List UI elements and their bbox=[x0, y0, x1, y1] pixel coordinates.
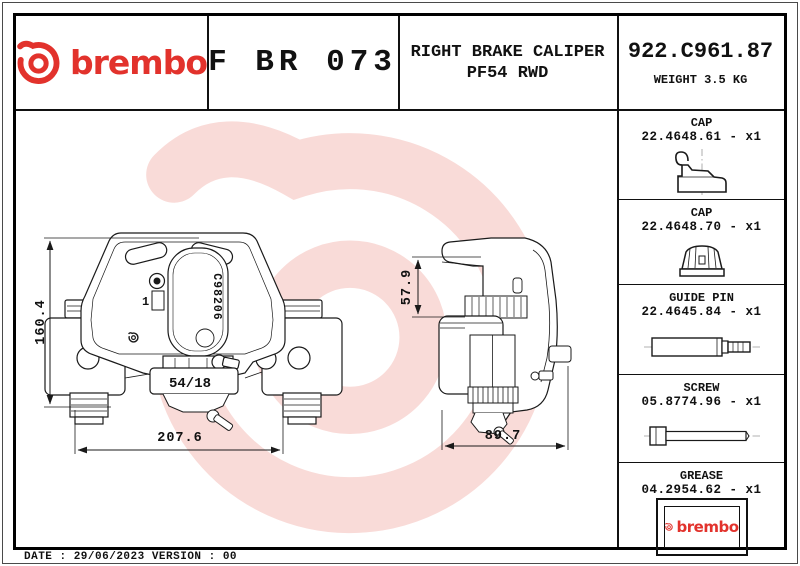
part-number-label: 22.4645.84 - x1 bbox=[641, 305, 762, 319]
header-divider bbox=[398, 16, 400, 110]
header-divider bbox=[207, 16, 209, 110]
part-row-cap-2: CAP 22.4648.70 - x1 bbox=[619, 200, 784, 285]
grease-brembo-logo-icon bbox=[665, 518, 673, 536]
brembo-logo-icon bbox=[16, 40, 61, 86]
header-logo-cell: brembo bbox=[16, 16, 208, 109]
grease-brand-wordmark: brembo bbox=[676, 518, 739, 536]
cap-profile-icon bbox=[674, 149, 727, 195]
front-casting-code: C98206 bbox=[210, 273, 223, 320]
part-name-label: GUIDE PIN bbox=[669, 291, 734, 305]
front-dimensions bbox=[44, 237, 284, 454]
guide-pin-icon bbox=[643, 337, 760, 357]
part-number-label: 04.2954.62 - x1 bbox=[641, 483, 762, 497]
product-title-line1: RIGHT BRAKE CALIPER bbox=[410, 42, 605, 62]
side-dimensions bbox=[412, 256, 569, 450]
part-name-label: GREASE bbox=[679, 469, 724, 483]
part-name-label: CAP bbox=[690, 206, 713, 220]
part-number-label: 22.4648.70 - x1 bbox=[641, 220, 762, 234]
front-height-dimension: 160.4 bbox=[34, 299, 49, 345]
front-width-dimension: 207.6 bbox=[157, 431, 203, 446]
brand-wordmark: brembo bbox=[70, 43, 208, 82]
side-view bbox=[438, 237, 572, 445]
grease-pack-icon: brembo bbox=[655, 498, 748, 556]
model-code: F BR 073 bbox=[208, 45, 397, 80]
part-row-guide-pin: GUIDE PIN 22.4645.84 - x1 bbox=[619, 285, 784, 375]
technical-drawing: C98206 1 54/18 160.4 207.6 bbox=[34, 110, 572, 547]
part-number: 922.C961.87 bbox=[627, 38, 774, 64]
part-number-label: 22.4648.61 - x1 bbox=[641, 130, 762, 144]
header-divider bbox=[617, 16, 619, 110]
weight-label: WEIGHT 3.5 KG bbox=[653, 72, 748, 87]
product-title-line2: PF54 RWD bbox=[466, 63, 549, 83]
part-row-grease: GREASE 04.2954.62 - x1 brembo bbox=[619, 463, 784, 556]
sheet-frame bbox=[13, 13, 787, 550]
part-name-label: CAP bbox=[690, 116, 713, 130]
date-version-text: DATE : 29/06/2023 VERSION : 00 bbox=[24, 551, 238, 563]
side-depth-dimension: 89.7 bbox=[485, 429, 521, 444]
header-title-cell: RIGHT BRAKE CALIPER PF54 RWD bbox=[398, 16, 617, 109]
part-number-label: 05.8774.96 - x1 bbox=[641, 395, 762, 409]
parts-list: CAP 22.4648.61 - x1 CAP 22.4648.70 - x1 bbox=[617, 110, 784, 556]
side-mount-depth-dimension: 57.9 bbox=[400, 269, 415, 305]
header-model-code-cell: F BR 073 bbox=[207, 16, 398, 109]
front-piston-spec: 54/18 bbox=[169, 376, 211, 392]
part-row-cap-1: CAP 22.4648.61 - x1 bbox=[619, 110, 784, 200]
front-callout-1: 1 bbox=[142, 295, 149, 309]
part-name-label: SCREW bbox=[683, 381, 720, 395]
header-bottom-divider bbox=[16, 109, 784, 111]
front-view bbox=[44, 232, 343, 431]
header-part-number-cell: 922.C961.87 WEIGHT 3.5 KG bbox=[617, 16, 784, 109]
part-row-screw: SCREW 05.8774.96 - x1 bbox=[619, 375, 784, 463]
cap-dome-icon bbox=[678, 244, 725, 277]
screw-icon bbox=[643, 426, 760, 446]
